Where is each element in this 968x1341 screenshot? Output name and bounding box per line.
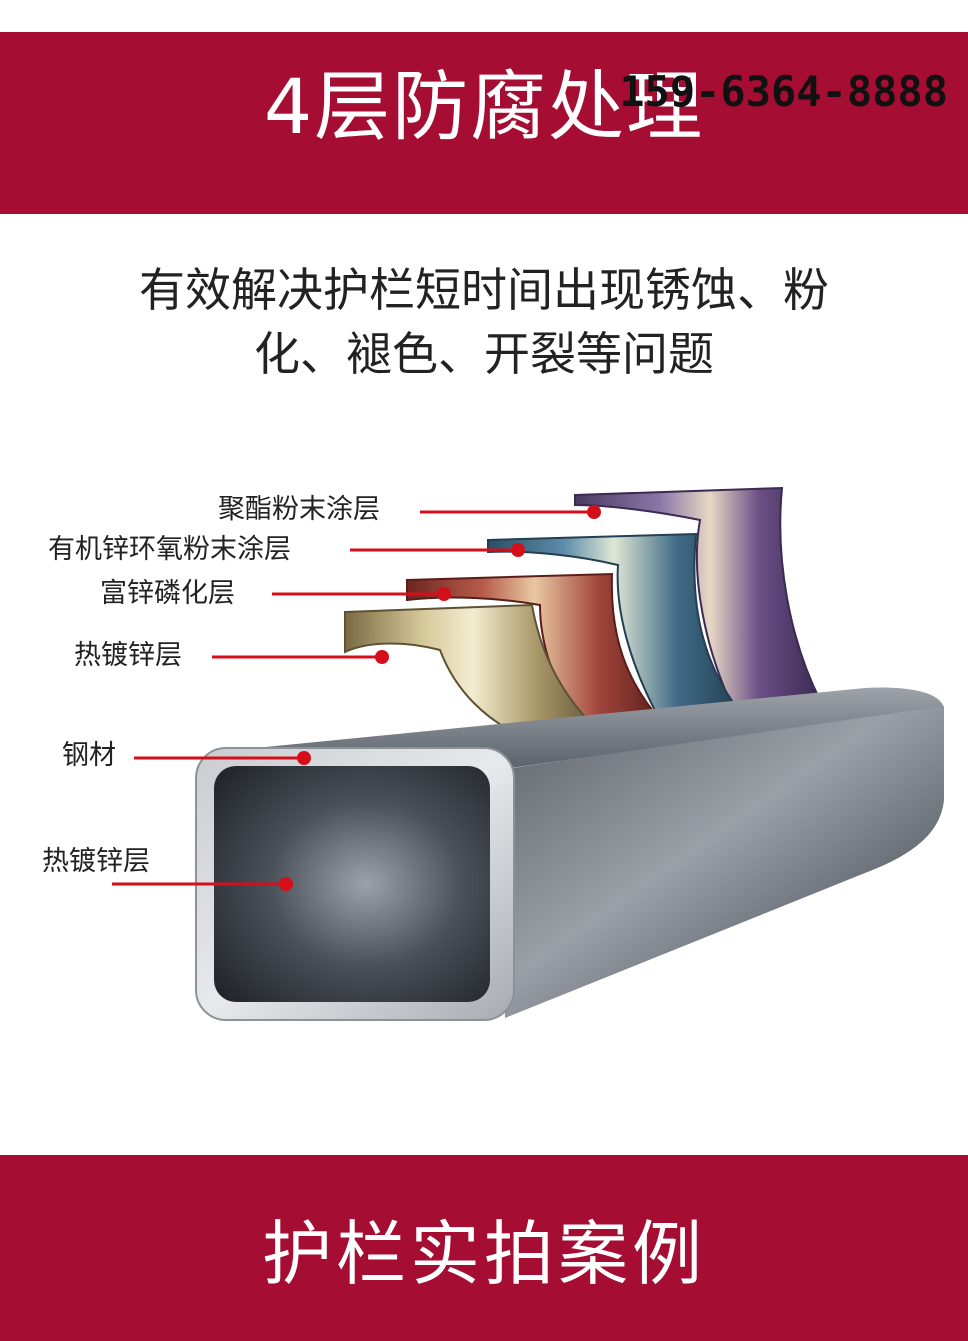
galvanized-coating-sheet (344, 603, 603, 740)
callout-markers (279, 505, 601, 891)
subtitle-line-1: 有效解决护栏短时间出现锈蚀、粉 (139, 263, 829, 317)
section-title-cases: 护栏实拍案例 (262, 1213, 706, 1295)
phone-number: 159-6364-8888 (619, 67, 948, 116)
marker-dot-polyester (587, 505, 601, 519)
label-zinc-epoxy-powder-coating: 有机锌环氧粉末涂层 (48, 534, 291, 565)
label-polyester-powder-coating: 聚酯粉末涂层 (218, 494, 380, 525)
label-inner-galvanized-layer: 热镀锌层 (42, 846, 150, 877)
steel-tube-side-face (498, 706, 944, 1018)
label-hot-dip-galvanized-layer: 热镀锌层 (74, 640, 182, 671)
bottom-banner (0, 1155, 968, 1341)
polyester-coating-sheet (574, 486, 822, 714)
steel-tube-illustration (112, 486, 944, 1021)
marker-dot-inner-galvanized (279, 877, 293, 891)
page-title: 4层防腐处理 (263, 62, 705, 151)
marker-dot-galvanized (375, 650, 389, 664)
marker-dot-steel (297, 751, 311, 765)
steel-tube-inner (214, 766, 490, 1002)
marker-dot-epoxy (511, 543, 525, 557)
label-steel: 钢材 (62, 740, 116, 771)
epoxy-coating-sheet (487, 532, 742, 722)
subtitle-line-2: 化、褪色、开裂等问题 (254, 327, 714, 381)
subtitle: 有效解决护栏短时间出现锈蚀、粉 化、褪色、开裂等问题 (60, 258, 908, 386)
marker-dot-phosphate (437, 587, 451, 601)
top-banner (0, 32, 968, 214)
label-zinc-phosphating-layer: 富锌磷化层 (100, 578, 235, 609)
callout-lines (112, 510, 594, 886)
